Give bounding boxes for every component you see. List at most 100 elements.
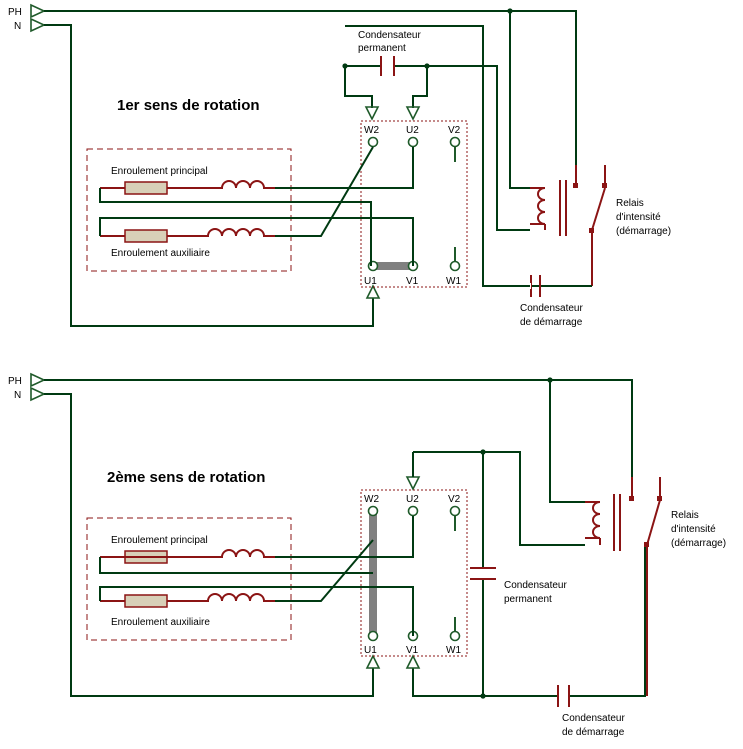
top-winding-aux-label: Enroulement auxiliaire xyxy=(111,248,210,259)
bottom-winding-aux-label: Enroulement auxiliaire xyxy=(111,617,210,628)
bottom-term-w1: W1 xyxy=(446,645,461,656)
bottom-v1-arrow-icon xyxy=(405,654,421,669)
top-aux-to-w2-wire xyxy=(275,146,374,237)
top-cap-perm-label-2: permanent xyxy=(358,43,406,54)
bottom-cap-perm-label-1: Condensateur xyxy=(504,580,567,591)
top-term-w2: W2 xyxy=(364,125,379,136)
top-aux-return-wire xyxy=(99,217,414,266)
bottom-relay-node-1 xyxy=(629,496,634,501)
bottom-main-return-wire xyxy=(99,557,373,574)
top-term-v2: V2 xyxy=(448,125,461,136)
top-relay-contact-icon xyxy=(575,165,606,286)
bottom-relay-contact-icon xyxy=(631,477,661,696)
bottom-cap-top-junction xyxy=(480,449,486,455)
bottom-aux-return-wire xyxy=(99,586,414,636)
top-terminal-box xyxy=(360,120,468,288)
bottom-aux-to-w2-wire xyxy=(275,539,374,602)
bottom-aux-resistor-icon xyxy=(124,594,168,608)
top-cap-perm-label-1: Condensateur xyxy=(358,30,421,41)
top-cap-perm-icon xyxy=(380,56,395,76)
top-pin-u2 xyxy=(407,136,419,148)
bottom-relay-node-3 xyxy=(644,542,649,547)
top-pin-w1 xyxy=(449,260,461,272)
top-n-label: N xyxy=(14,21,21,32)
bottom-pin-w1 xyxy=(449,630,461,642)
top-pin-w2 xyxy=(367,136,379,148)
bottom-relay-coil-feed xyxy=(549,380,585,503)
bottom-term-u1: U1 xyxy=(364,645,377,656)
top-relay-node-2 xyxy=(602,183,607,188)
top-aux-coil-icon xyxy=(100,228,275,237)
bottom-cap-perm-label-2: permanent xyxy=(504,594,552,605)
top-bridge-u1-v1 xyxy=(373,262,413,270)
bottom-ph-arrow-icon xyxy=(30,372,46,388)
bottom-cap-start-label-1: Condensateur xyxy=(562,713,625,724)
bottom-relay-node-2 xyxy=(657,496,662,501)
top-relay-node-3 xyxy=(589,228,594,233)
top-cap-perm-wire xyxy=(345,65,530,231)
top-cap-start-label-1: Condensateur xyxy=(520,303,583,314)
top-ph-wire xyxy=(44,10,577,188)
top-title: 1er sens de rotation xyxy=(117,97,260,114)
bottom-pin-w2 xyxy=(367,505,379,517)
top-main-to-u2-wire xyxy=(275,147,414,189)
top-term-u1: U1 xyxy=(364,276,377,287)
bottom-relay-coil-icon xyxy=(585,501,601,545)
top-term-u2: U2 xyxy=(406,125,419,136)
bottom-n-arrow-icon xyxy=(30,386,46,402)
top-main-coil-icon xyxy=(100,180,275,189)
top-term-v1: V1 xyxy=(406,276,419,287)
bottom-v1-return-wire xyxy=(412,545,646,697)
bottom-pin-u1 xyxy=(367,630,379,642)
top-ph-arrow-icon xyxy=(30,3,46,19)
bottom-term-u2: U2 xyxy=(406,494,419,505)
top-relay-label-3: (démarrage) xyxy=(616,226,671,237)
bottom-main-coil-icon xyxy=(100,549,275,558)
bottom-u1-arrow-icon xyxy=(365,654,381,669)
top-pin-v2 xyxy=(449,136,461,148)
bottom-pin-v2 xyxy=(449,505,461,517)
bottom-cap-start-label-2: de démarrage xyxy=(562,727,625,738)
top-main-return-wire xyxy=(99,188,372,266)
bottom-diagram: PH N 2ème sens de rotation Condensateur … xyxy=(8,372,726,738)
bottom-term-w2: W2 xyxy=(364,494,379,505)
bottom-cap-perm-icon xyxy=(470,567,496,580)
top-term-w1: W1 xyxy=(446,276,461,287)
top-u2-arrow-icon xyxy=(405,106,421,121)
bottom-cap-to-relay-wire xyxy=(483,451,585,546)
bottom-relay-core-icon xyxy=(613,494,621,551)
bottom-n-label: N xyxy=(14,390,21,401)
top-n-arrow-icon xyxy=(30,17,46,33)
top-diagram: PH N 1er sens de rotation Condensateur p… xyxy=(8,3,671,328)
top-relay-core-icon xyxy=(559,180,567,236)
top-main-resistor-icon xyxy=(124,181,168,195)
bottom-ph-label: PH xyxy=(8,376,22,387)
bottom-winding-main-label: Enroulement principal xyxy=(111,535,208,546)
top-relay-label-1: Relais xyxy=(616,198,644,209)
top-ph-label: PH xyxy=(8,7,22,18)
top-relay-node-1 xyxy=(573,183,578,188)
bottom-motor-box xyxy=(86,517,292,641)
bottom-cap-perm-wire xyxy=(413,451,484,696)
bottom-aux-coil-icon xyxy=(100,593,275,602)
bottom-title: 2ème sens de rotation xyxy=(107,469,265,486)
top-w2-feed xyxy=(344,66,373,108)
bottom-n-wire xyxy=(44,393,374,697)
bottom-relay-label-2: d'intensité xyxy=(671,524,716,535)
bottom-cap-bottom-junction xyxy=(480,693,486,699)
bottom-main-to-u2-wire xyxy=(275,516,414,558)
bottom-ph-wire xyxy=(44,379,633,500)
bottom-cap-start-icon xyxy=(557,685,570,707)
top-cap-perm-upper-wire xyxy=(345,25,592,287)
top-u1-arrow-icon xyxy=(365,284,381,299)
bottom-u2-arrow-icon xyxy=(405,476,421,491)
top-motor-box xyxy=(86,148,292,272)
top-relay-coil-feed xyxy=(509,11,530,189)
top-cap-start-label-2: de démarrage xyxy=(520,317,583,328)
top-w2-arrow-icon xyxy=(364,106,380,121)
top-relay-label-2: d'intensité xyxy=(616,212,661,223)
bottom-term-v2: V2 xyxy=(448,494,461,505)
top-n-wire xyxy=(44,24,374,327)
